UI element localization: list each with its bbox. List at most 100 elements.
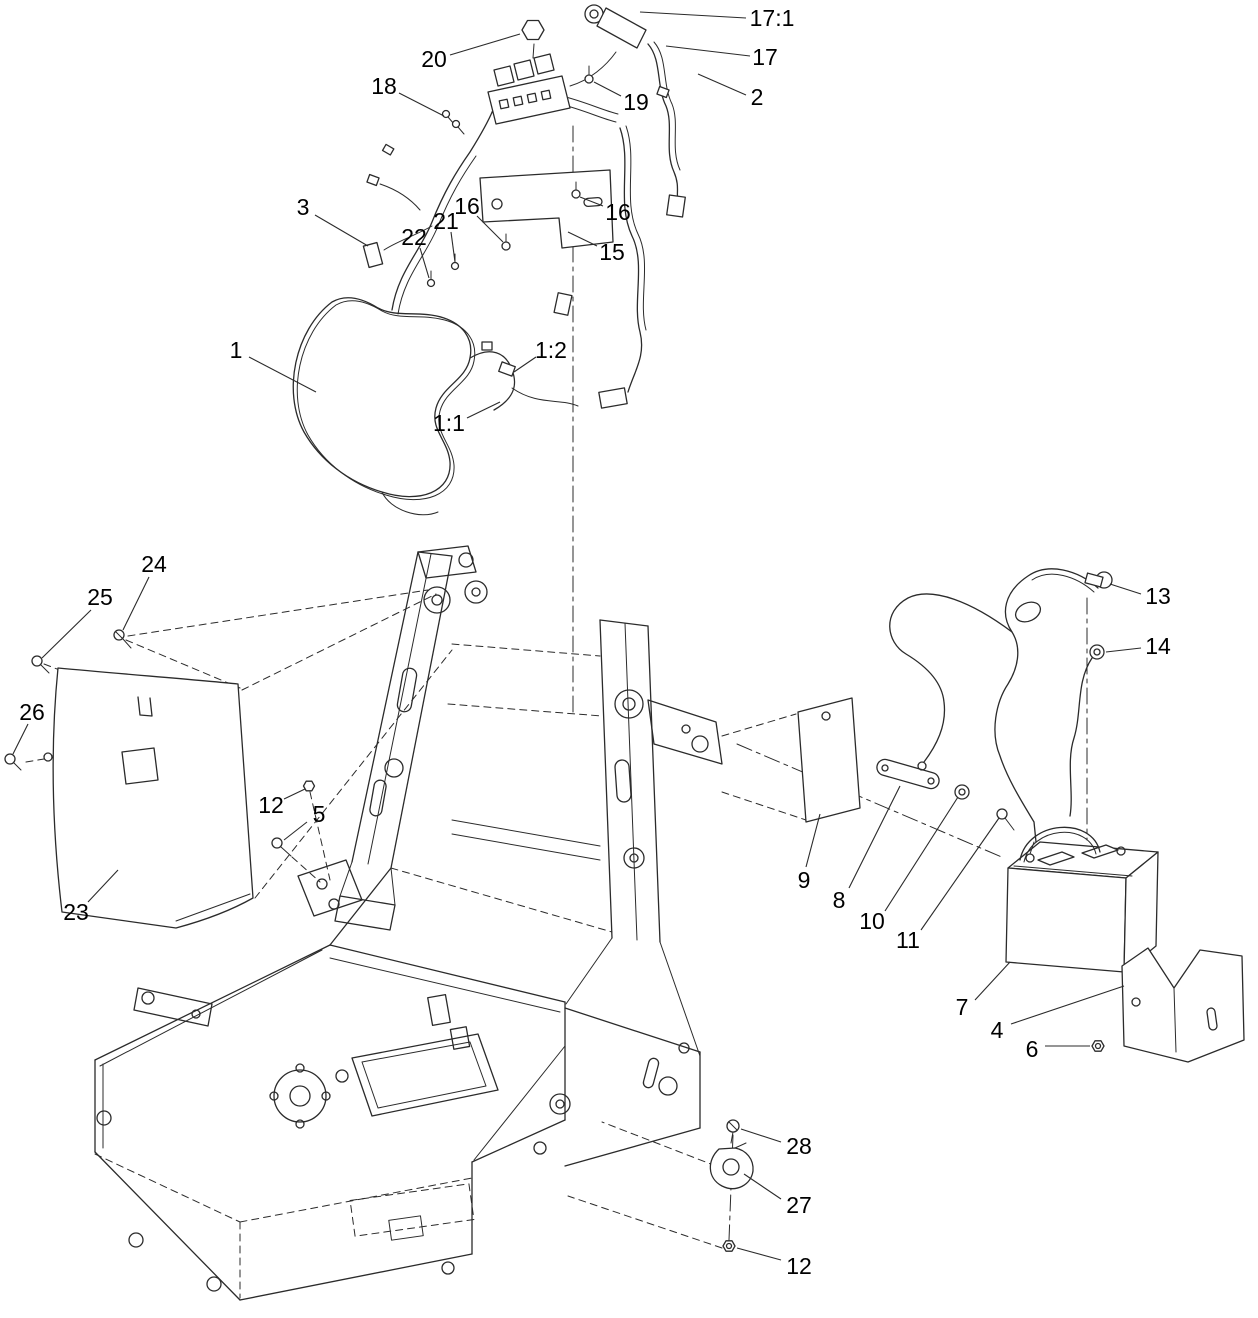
callout-20: 20 bbox=[421, 46, 447, 72]
screw-19 bbox=[584, 74, 594, 84]
callout-leader-12 bbox=[283, 788, 306, 800]
callout-9: 9 bbox=[798, 867, 811, 893]
callout-leader-5 bbox=[283, 821, 308, 841]
callout-17: 17 bbox=[752, 44, 778, 70]
callout-12: 12 bbox=[786, 1253, 812, 1279]
ring-terminal-14 bbox=[1089, 644, 1105, 660]
callout-3: 3 bbox=[297, 194, 310, 220]
callout-leader-19 bbox=[593, 81, 622, 97]
callout-leader-lines bbox=[12, 11, 1142, 1261]
plug-20 bbox=[521, 19, 545, 41]
callout-leader-15 bbox=[567, 231, 598, 247]
callout-28: 28 bbox=[786, 1133, 812, 1159]
callout-leader-21 bbox=[450, 231, 456, 263]
callout-leader-12 bbox=[736, 1247, 782, 1261]
callout-leader-27 bbox=[743, 1173, 782, 1200]
battery-strap bbox=[876, 758, 940, 790]
callout-5: 5 bbox=[313, 801, 326, 827]
callout-leader-24 bbox=[122, 576, 150, 631]
callout-leader-7 bbox=[974, 961, 1011, 1001]
callout-14: 14 bbox=[1145, 633, 1171, 659]
callout-leader-18 bbox=[398, 92, 445, 117]
callout-1: 1 bbox=[230, 337, 243, 363]
nut-12-bottom bbox=[722, 1240, 736, 1252]
screw-21 bbox=[450, 261, 460, 271]
callout-2: 2 bbox=[751, 84, 764, 110]
nut-6 bbox=[1091, 1040, 1105, 1052]
callout-8: 8 bbox=[833, 887, 846, 913]
callout-leader-3 bbox=[314, 214, 369, 247]
callout-15: 15 bbox=[599, 239, 625, 265]
battery-terminal-pad bbox=[1037, 851, 1075, 866]
battery-tray bbox=[1121, 947, 1245, 1063]
callout-leader-2 bbox=[697, 73, 747, 96]
callout-leader-17:1 bbox=[639, 11, 747, 19]
callout-leader-17 bbox=[665, 45, 751, 57]
callout-leader-10 bbox=[884, 796, 959, 912]
callout-10: 10 bbox=[859, 908, 885, 934]
bolt-5 bbox=[271, 837, 283, 849]
callout-13: 13 bbox=[1145, 583, 1171, 609]
harness-bracket bbox=[479, 169, 614, 251]
nut-12-left bbox=[302, 780, 316, 792]
callout-4: 4 bbox=[991, 1017, 1004, 1043]
callout-leader-16 bbox=[579, 196, 604, 207]
callout-12: 12 bbox=[258, 792, 284, 818]
battery-hardware bbox=[954, 784, 1105, 1052]
bottom-fasteners bbox=[709, 1119, 754, 1252]
callout-leader-4 bbox=[1010, 985, 1125, 1025]
callout-leader-13 bbox=[1109, 583, 1142, 595]
callout-27: 27 bbox=[786, 1192, 812, 1218]
screw-16 bbox=[501, 241, 511, 251]
connector-1-2 bbox=[498, 361, 516, 377]
callout-leader-1 bbox=[248, 356, 317, 393]
callout-leader-11 bbox=[920, 817, 1000, 931]
harness-connector-2 bbox=[647, 41, 686, 218]
callout-leader-28 bbox=[740, 1128, 782, 1143]
switch-body-17 bbox=[596, 7, 647, 49]
screw-16 bbox=[571, 189, 581, 199]
callout-leader-1:1 bbox=[466, 401, 501, 419]
wire-harness bbox=[292, 95, 647, 516]
frame-chassis bbox=[94, 545, 723, 1301]
callout-leader-9 bbox=[805, 813, 821, 868]
callout-24: 24 bbox=[141, 551, 167, 577]
callout-leader-25 bbox=[41, 609, 92, 659]
callout-leader-26 bbox=[12, 723, 29, 755]
callout-21: 21 bbox=[433, 208, 459, 234]
callout-leader-23 bbox=[87, 869, 119, 903]
key-switch bbox=[569, 4, 647, 87]
callout-16: 16 bbox=[605, 199, 631, 225]
battery-pad bbox=[797, 697, 861, 823]
cable-clamp-27 bbox=[709, 1147, 754, 1190]
callout-16: 16 bbox=[454, 193, 480, 219]
battery bbox=[1005, 826, 1159, 973]
callout-leader-8 bbox=[848, 785, 901, 889]
callout-6: 6 bbox=[1026, 1036, 1039, 1062]
battery-cables bbox=[889, 568, 1113, 843]
harness-fasteners bbox=[362, 65, 594, 288]
washer-10 bbox=[954, 784, 970, 800]
fuse-relay-block bbox=[487, 19, 571, 125]
panel-fasteners bbox=[4, 629, 316, 857]
bolt-11 bbox=[996, 808, 1008, 820]
callout-7: 7 bbox=[956, 994, 969, 1020]
callout-leader-22 bbox=[419, 247, 430, 279]
callout-leader-16 bbox=[476, 215, 504, 243]
callout-11: 11 bbox=[896, 927, 920, 953]
callout-26: 26 bbox=[19, 699, 45, 725]
callout-18: 18 bbox=[371, 73, 397, 99]
callout-22: 22 bbox=[401, 224, 427, 250]
callout-1:1: 1:1 bbox=[433, 410, 465, 436]
connector-3 bbox=[362, 241, 384, 269]
callout-1:2: 1:2 bbox=[535, 337, 567, 363]
callout-23: 23 bbox=[63, 899, 89, 925]
cover-panel bbox=[52, 667, 254, 929]
callout-leader-20 bbox=[449, 33, 521, 56]
callout-25: 25 bbox=[87, 584, 113, 610]
callout-leader-1:2 bbox=[513, 356, 537, 373]
callout-17:1: 17:1 bbox=[750, 5, 795, 31]
